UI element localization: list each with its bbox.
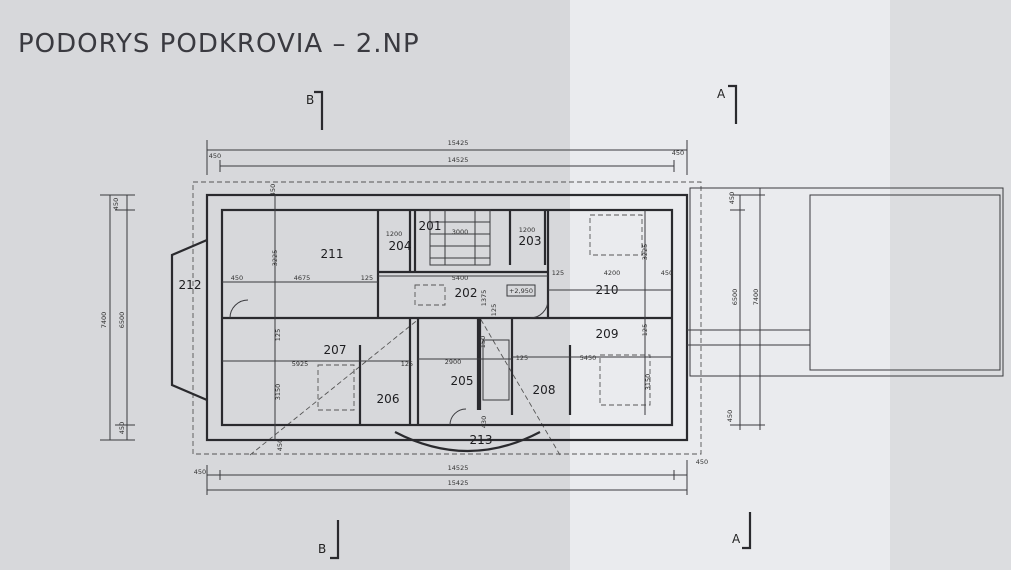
- table-202: [414, 284, 446, 306]
- dim-210-h: 3225: [641, 244, 649, 261]
- level-mark: +2,950: [506, 284, 536, 297]
- paper-right: [890, 0, 1011, 570]
- dim-top-wall: 450: [269, 184, 277, 196]
- svg-text:A: A: [732, 532, 741, 546]
- dim-205-150: 150: [479, 336, 487, 348]
- svg-text:B: B: [318, 542, 326, 556]
- dim-208-l: 125: [516, 354, 528, 362]
- dim-204: 1200: [386, 230, 403, 238]
- dim-211-w: 4675: [294, 274, 311, 282]
- room-206: 206: [377, 392, 400, 406]
- room-209: 209: [596, 327, 619, 341]
- dim-203: 1200: [519, 226, 536, 234]
- dim-right-total: 7400: [752, 289, 760, 306]
- dim-211-h: 3225: [271, 250, 279, 267]
- dim-top-left: 450: [209, 152, 221, 160]
- dim-210-w: 4200: [604, 269, 621, 277]
- dim-top-overall: 15425: [448, 139, 469, 147]
- dim-202-h: 1375: [480, 290, 488, 307]
- svg-text:B: B: [306, 93, 314, 107]
- room-212: 212: [179, 278, 202, 292]
- dim-left-top: 450: [112, 198, 120, 210]
- dim-bottom-wall: 450: [276, 439, 284, 451]
- section-mark-b-top: B: [306, 90, 324, 130]
- dim-right-inner: 6500: [731, 289, 739, 306]
- dim-205-w: 2900: [445, 358, 462, 366]
- dim-209-h: 3150: [644, 374, 652, 391]
- dim-left-total: 7400: [100, 312, 108, 329]
- roof-ridge: [249, 317, 561, 456]
- dim-210-r: 450: [661, 269, 673, 277]
- dim-211-r: 125: [361, 274, 373, 282]
- room-203: 203: [519, 234, 542, 248]
- room-208: 208: [533, 383, 556, 397]
- dim-201: 3000: [452, 228, 469, 236]
- door-swings: [229, 299, 549, 426]
- dim-right-bottom: 450: [726, 410, 734, 422]
- dim-202-125: 125: [490, 304, 498, 316]
- staircase: [429, 209, 491, 266]
- dim-left-bottom: 450: [118, 422, 126, 434]
- dim-top-right: 450: [672, 149, 684, 157]
- dim-211-l: 450: [231, 274, 243, 282]
- bed-207: [317, 364, 355, 411]
- room-213: 213: [470, 433, 493, 447]
- room-207: 207: [324, 343, 347, 357]
- dim-207-125: 125: [274, 329, 282, 341]
- dim-bottom-overall: 15425: [448, 479, 469, 487]
- room-205: 205: [451, 374, 474, 388]
- room-211: 211: [321, 247, 344, 261]
- dim-209-125: 125: [641, 324, 649, 336]
- room-201: 201: [419, 219, 442, 233]
- dim-205-430: 430: [480, 416, 488, 428]
- dim-210-l: 125: [552, 269, 564, 277]
- dim-209-w: 5450: [580, 354, 597, 362]
- dim-207-h: 3150: [274, 384, 282, 401]
- dim-left-inner: 6500: [118, 312, 126, 329]
- bed-209: [599, 354, 651, 406]
- dim-202-w: 5400: [452, 274, 469, 282]
- svg-text:+2,950: +2,950: [509, 287, 533, 295]
- room-204: 204: [389, 239, 412, 253]
- bay-212: [170, 238, 208, 402]
- walls: [170, 187, 1004, 452]
- dim-207-w: 5925: [292, 360, 309, 368]
- bay-213: [394, 431, 541, 452]
- dim-bottom-left: 450: [194, 468, 206, 476]
- dim-bottom-right: 450: [696, 458, 708, 466]
- section-mark-a-top: A: [717, 84, 738, 124]
- dim-right-top: 450: [728, 192, 736, 204]
- dim-207-r: 125: [401, 360, 413, 368]
- section-mark-a-bottom: A: [732, 512, 752, 550]
- svg-text:A: A: [717, 87, 726, 101]
- roof-outline: [192, 181, 702, 455]
- terrace: [689, 187, 1004, 377]
- dim-bottom-inner: 14525: [448, 464, 469, 472]
- dim-top-inner: 14525: [448, 156, 469, 164]
- bathtub: [482, 339, 510, 401]
- room-202: 202: [455, 286, 478, 300]
- plan-title: PODORYS PODKROVIA – 2.NP: [18, 29, 420, 59]
- bed-210: [589, 214, 643, 256]
- section-mark-b-bottom: B: [318, 520, 340, 560]
- interior-dim-lines: [222, 195, 672, 440]
- dimension-lines: [100, 140, 765, 495]
